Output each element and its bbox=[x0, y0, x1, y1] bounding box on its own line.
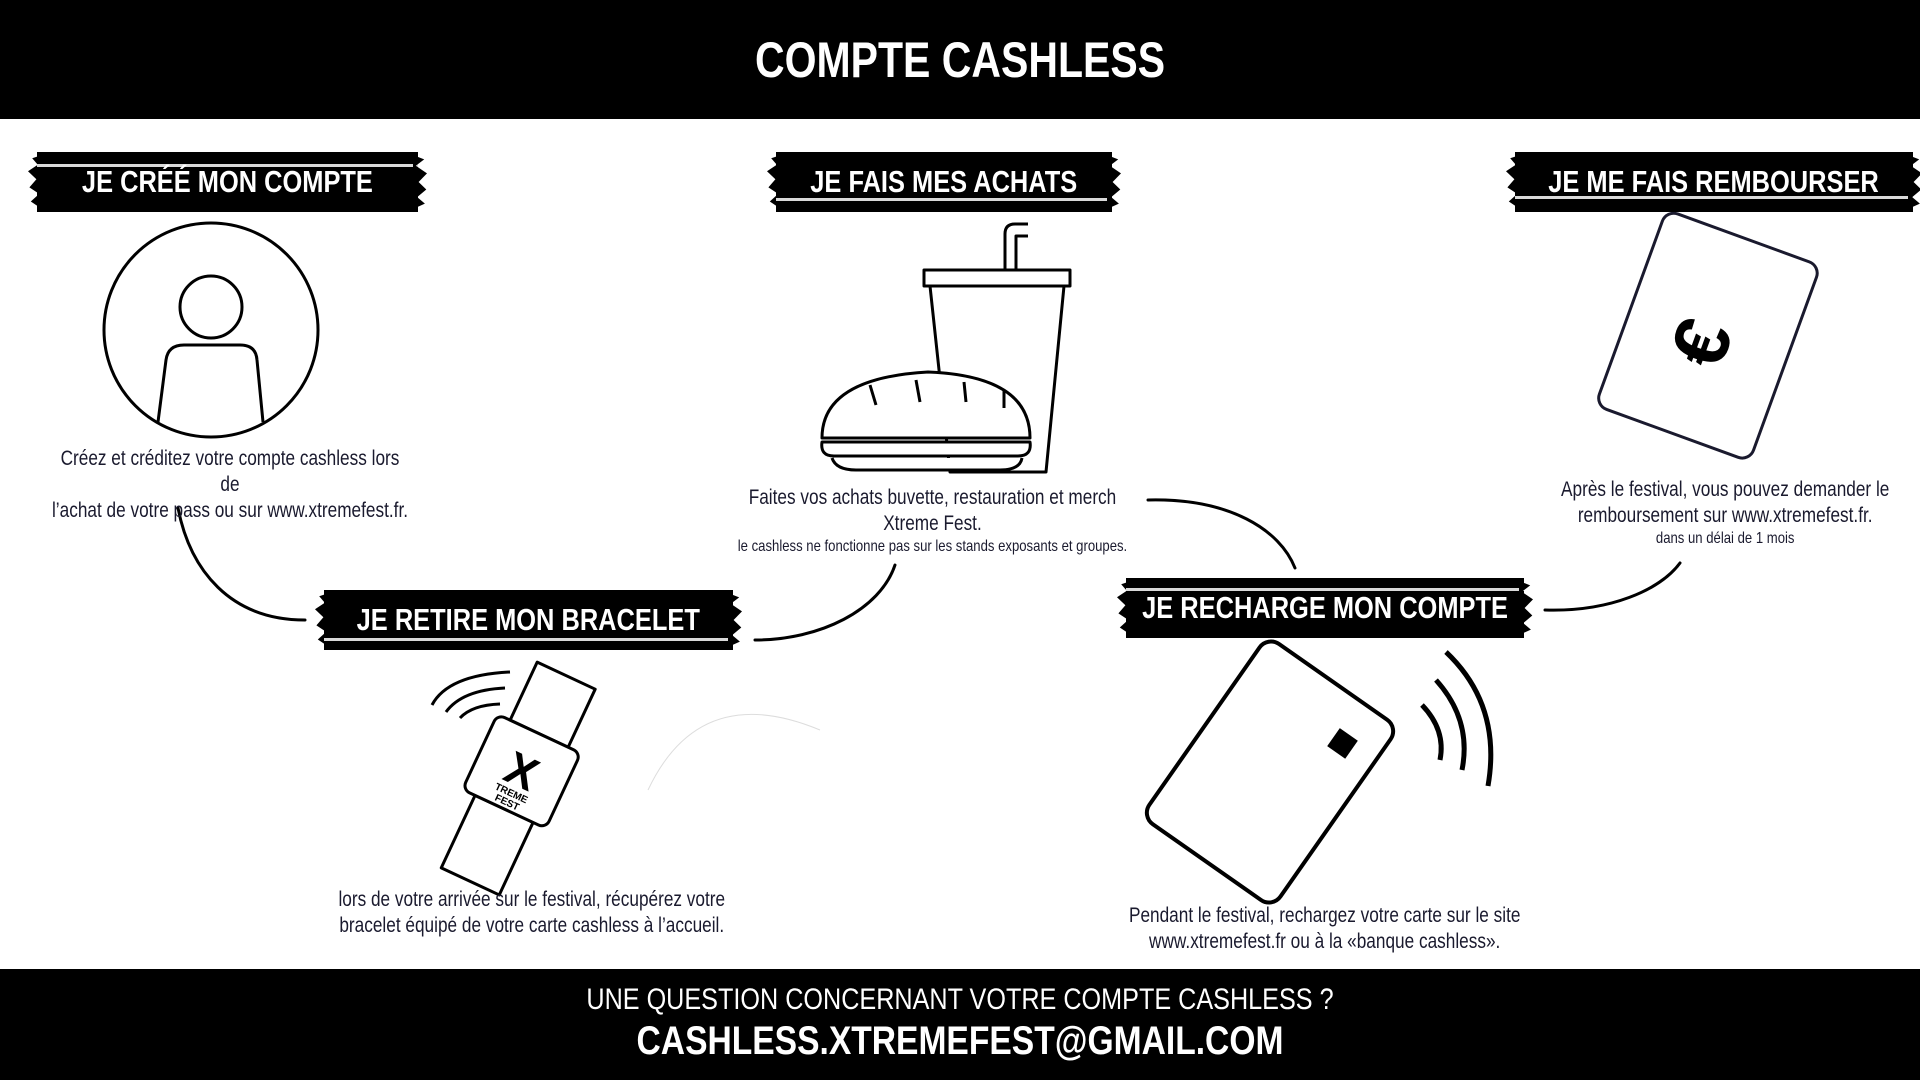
contact-email: CASHLESS.XTREMEFEST@GMAIL.COM bbox=[636, 1019, 1284, 1063]
euro-card-icon: € bbox=[1597, 211, 1819, 460]
connector-recharge-to-refund bbox=[1543, 561, 1682, 612]
step-label-purchases: JE FAIS MES ACHATS bbox=[776, 152, 1112, 212]
faint-arc-decoration bbox=[647, 713, 821, 791]
header-bar: COMPTE CASHLESS bbox=[0, 0, 1920, 119]
step-label-refund: JE ME FAIS REMBOURSER bbox=[1515, 152, 1913, 212]
drink-and-sandwich-icon bbox=[820, 222, 1072, 474]
connector-bracelet-to-purchases bbox=[753, 563, 897, 642]
step-description-get-bracelet: lors de votre arrivée sur le festival, r… bbox=[338, 888, 726, 937]
contactless-card-icon bbox=[1144, 639, 1494, 905]
wristband-icon: X TREME FEST bbox=[430, 660, 597, 897]
purchases-note: le cashless ne fonctionne pas sur les st… bbox=[737, 538, 1127, 555]
connector-purchases-to-recharge bbox=[1146, 498, 1297, 570]
step-description-purchases: Faites vos achats buvette, restauration … bbox=[737, 486, 1127, 555]
footer-question: UNE QUESTION CONCERNANT VOTRE COMPTE CAS… bbox=[586, 983, 1334, 1016]
page-title: COMPTE CASHLESS bbox=[754, 31, 1166, 88]
footer-bar: UNE QUESTION CONCERNANT VOTRE COMPTE CAS… bbox=[0, 969, 1920, 1080]
step-label-get-bracelet: JE RETIRE MON BRACELET bbox=[324, 590, 733, 650]
step-description-recharge: Pendant le festival, rechargez votre car… bbox=[1129, 904, 1521, 953]
connector-create-to-bracelet bbox=[176, 506, 307, 622]
step-label-recharge: JE RECHARGE MON COMPTE bbox=[1126, 578, 1524, 638]
step-label-create-account: JE CRÉÉ MON COMPTE bbox=[37, 152, 418, 212]
step-description-refund: Après le festival, vous pouvez demander … bbox=[1560, 478, 1890, 547]
user-circle-icon bbox=[102, 221, 320, 439]
step-description-create-account: Créez et créditez votre compte cashless … bbox=[51, 447, 409, 522]
refund-note: dans un délai de 1 mois bbox=[1655, 530, 1795, 547]
